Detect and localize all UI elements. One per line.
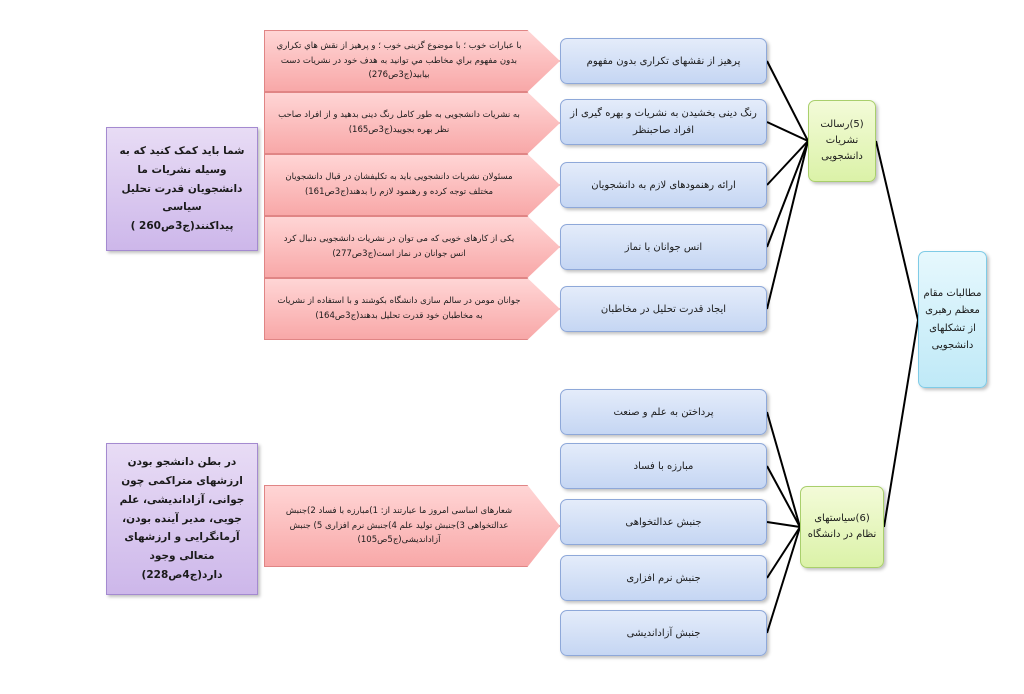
connector-publications-item-5	[766, 140, 809, 310]
connector-publications-item-4	[766, 140, 809, 248]
policies-item-2: مبارزه با فساد	[560, 443, 767, 489]
policies-item-5: جنبش آزاداندیشی	[560, 610, 767, 656]
quote-2: به نشریات دانشجویی به طور کامل رنگ دینی …	[264, 92, 560, 154]
note-2: در بطن دانشجو بودن ارزشهای متراکمی چون ج…	[106, 443, 258, 595]
publications-node: (5)رسالت نشریات دانشجویی	[808, 100, 876, 182]
connector-root-publications	[875, 140, 919, 321]
publications-item-3: ارائه رهنمودهای لازم به دانشجویان	[560, 162, 767, 208]
connector-root-policies	[883, 319, 919, 528]
quote-6: شعارهای اساسی امروز ما عبارتند از: 1)مبا…	[264, 485, 560, 567]
connector-publications-item-1	[766, 60, 809, 142]
policies-node: (6)سیاستهای نظام در دانشگاه	[800, 486, 884, 568]
publications-item-5: ایجاد قدرت تحلیل در مخاطبان	[560, 286, 767, 332]
connector-publications-item-3	[766, 140, 809, 186]
publications-item-2: رنگ دینی بخشیدن به نشریات و بهره گیری از…	[560, 99, 767, 145]
policies-item-3: جنبش عدالتخواهی	[560, 499, 767, 545]
policies-item-1: پرداختن به علم و صنعت	[560, 389, 767, 435]
connector-policies-item-3	[766, 521, 801, 528]
policies-item-4: جنبش نرم افزاری	[560, 555, 767, 601]
root-node: مطالبات مقام معظم رهبری از تشکلهای دانشج…	[918, 251, 987, 388]
quote-1: با عبارات خوب ؛ با موضوع گزینی خوب ؛ و پ…	[264, 30, 560, 92]
publications-item-4: انس جوانان با نماز	[560, 224, 767, 270]
quote-3: مسئولان نشریات دانشجویی باید به تکلیفشان…	[264, 154, 560, 216]
connector-policies-item-4	[766, 526, 801, 579]
quote-4: یکی از کارهای خوبی که می توان در نشریات …	[264, 216, 560, 278]
connector-publications-item-2	[766, 121, 809, 142]
connector-policies-item-1	[766, 411, 801, 528]
publications-item-1: پرهیز از نقشهای تکراری بدون مفهوم	[560, 38, 767, 84]
note-1: شما باید کمک کنید که به وسیله نشریات ما …	[106, 127, 258, 251]
connector-policies-item-5	[766, 526, 801, 634]
quote-5: جوانان مومن در سالم سازی دانشگاه بکوشند …	[264, 278, 560, 340]
connector-policies-item-2	[766, 465, 801, 528]
